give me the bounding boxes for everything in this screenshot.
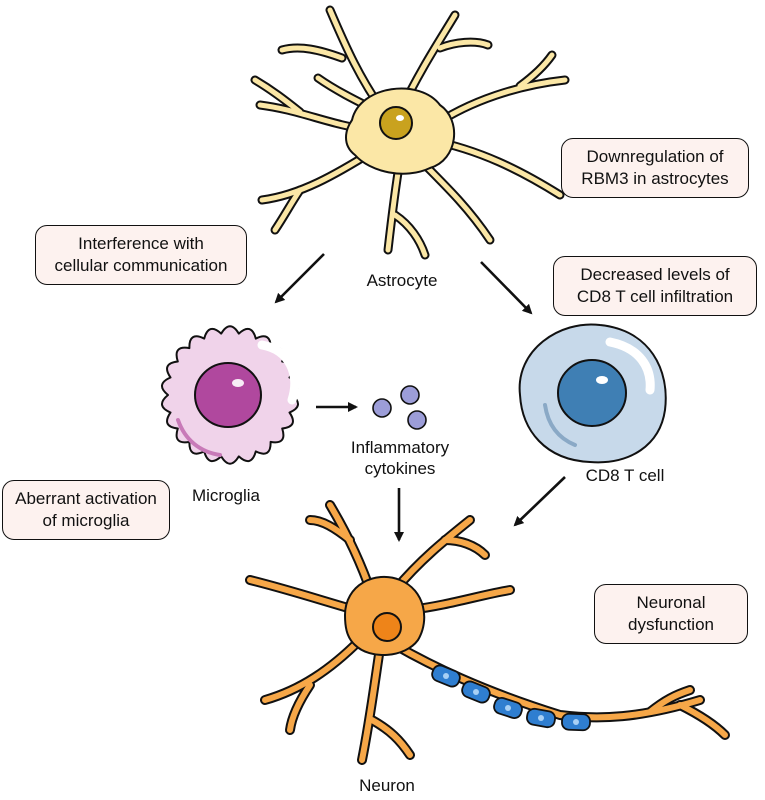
interference-box: Interference with cellular communication xyxy=(35,225,247,285)
arrow-astrocyte-to-tcell xyxy=(480,261,533,315)
astrocyte-label: Astrocyte xyxy=(366,271,438,290)
cd8-t-cell xyxy=(518,323,667,464)
arrow-tcell-to-neuron xyxy=(513,476,566,527)
cd8-label: CD8 T cell xyxy=(585,466,665,485)
astrocyte-cell xyxy=(250,5,570,260)
neuron-cell xyxy=(245,500,730,765)
decreased-box: Decreased levels of CD8 T cell infiltrat… xyxy=(553,256,757,316)
aberrant-box: Aberrant activation of microglia xyxy=(2,480,170,540)
microglia-cell xyxy=(161,325,300,465)
cytokines-cluster xyxy=(372,385,427,430)
arrow-astrocyte-to-microglia xyxy=(274,253,325,304)
neuron-label: Neuron xyxy=(359,776,415,795)
microglia-label: Microglia xyxy=(191,486,261,505)
dysfunction-box: Neuronal dysfunction xyxy=(594,584,748,644)
myelin-sheath xyxy=(431,664,591,732)
cytokines-label: Inflammatory cytokines xyxy=(350,438,450,478)
downregulation-box: Downregulation of RBM3 in astrocytes xyxy=(561,138,749,198)
